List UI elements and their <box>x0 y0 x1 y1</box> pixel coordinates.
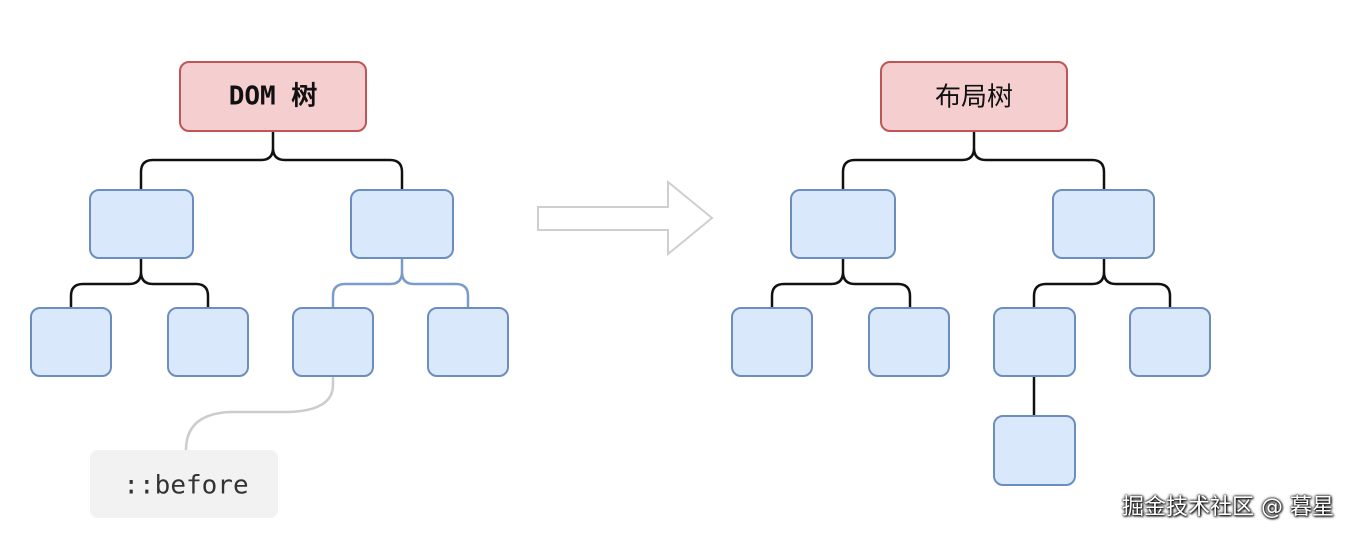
edge-layout-root-to-children <box>841 131 1106 190</box>
dom-node <box>89 189 194 259</box>
edge-pseudo-connector <box>184 376 335 451</box>
layout-node <box>731 307 813 377</box>
edge-dom-right-to-children <box>331 258 470 308</box>
layout-node <box>868 307 950 377</box>
layout-node <box>1052 189 1155 259</box>
dom-node <box>167 307 249 377</box>
dom-node <box>350 189 454 259</box>
layout-node <box>790 189 896 259</box>
edge-layout-right-to-children <box>1032 258 1172 308</box>
transform-arrow <box>537 179 714 257</box>
edge-dom-root-to-children <box>139 131 404 190</box>
dom-tree-root-node <box>179 61 367 132</box>
layout-tree: 布局树 <box>731 61 1211 486</box>
layout-node <box>1129 307 1211 377</box>
dom-tree-root-label: DOM 树 <box>229 82 318 112</box>
watermark: 掘金技术社区 @ 暮星 <box>1122 495 1334 520</box>
layout-tree-root-node <box>880 61 1068 132</box>
layout-pseudo-node <box>993 415 1076 486</box>
dom-pseudo-node <box>292 307 374 377</box>
edge-dom-left-to-children <box>69 258 210 308</box>
pseudo-element-box <box>90 450 278 518</box>
dom-node <box>30 307 112 377</box>
layout-tree-root-label: 布局树 <box>935 83 1013 113</box>
dom-node <box>427 307 509 377</box>
pseudo-element-label: ::before <box>123 471 248 501</box>
dom-tree: DOM 树 ::before <box>30 61 509 518</box>
layout-node <box>993 307 1076 377</box>
edge-layout-left-to-children <box>770 258 912 308</box>
